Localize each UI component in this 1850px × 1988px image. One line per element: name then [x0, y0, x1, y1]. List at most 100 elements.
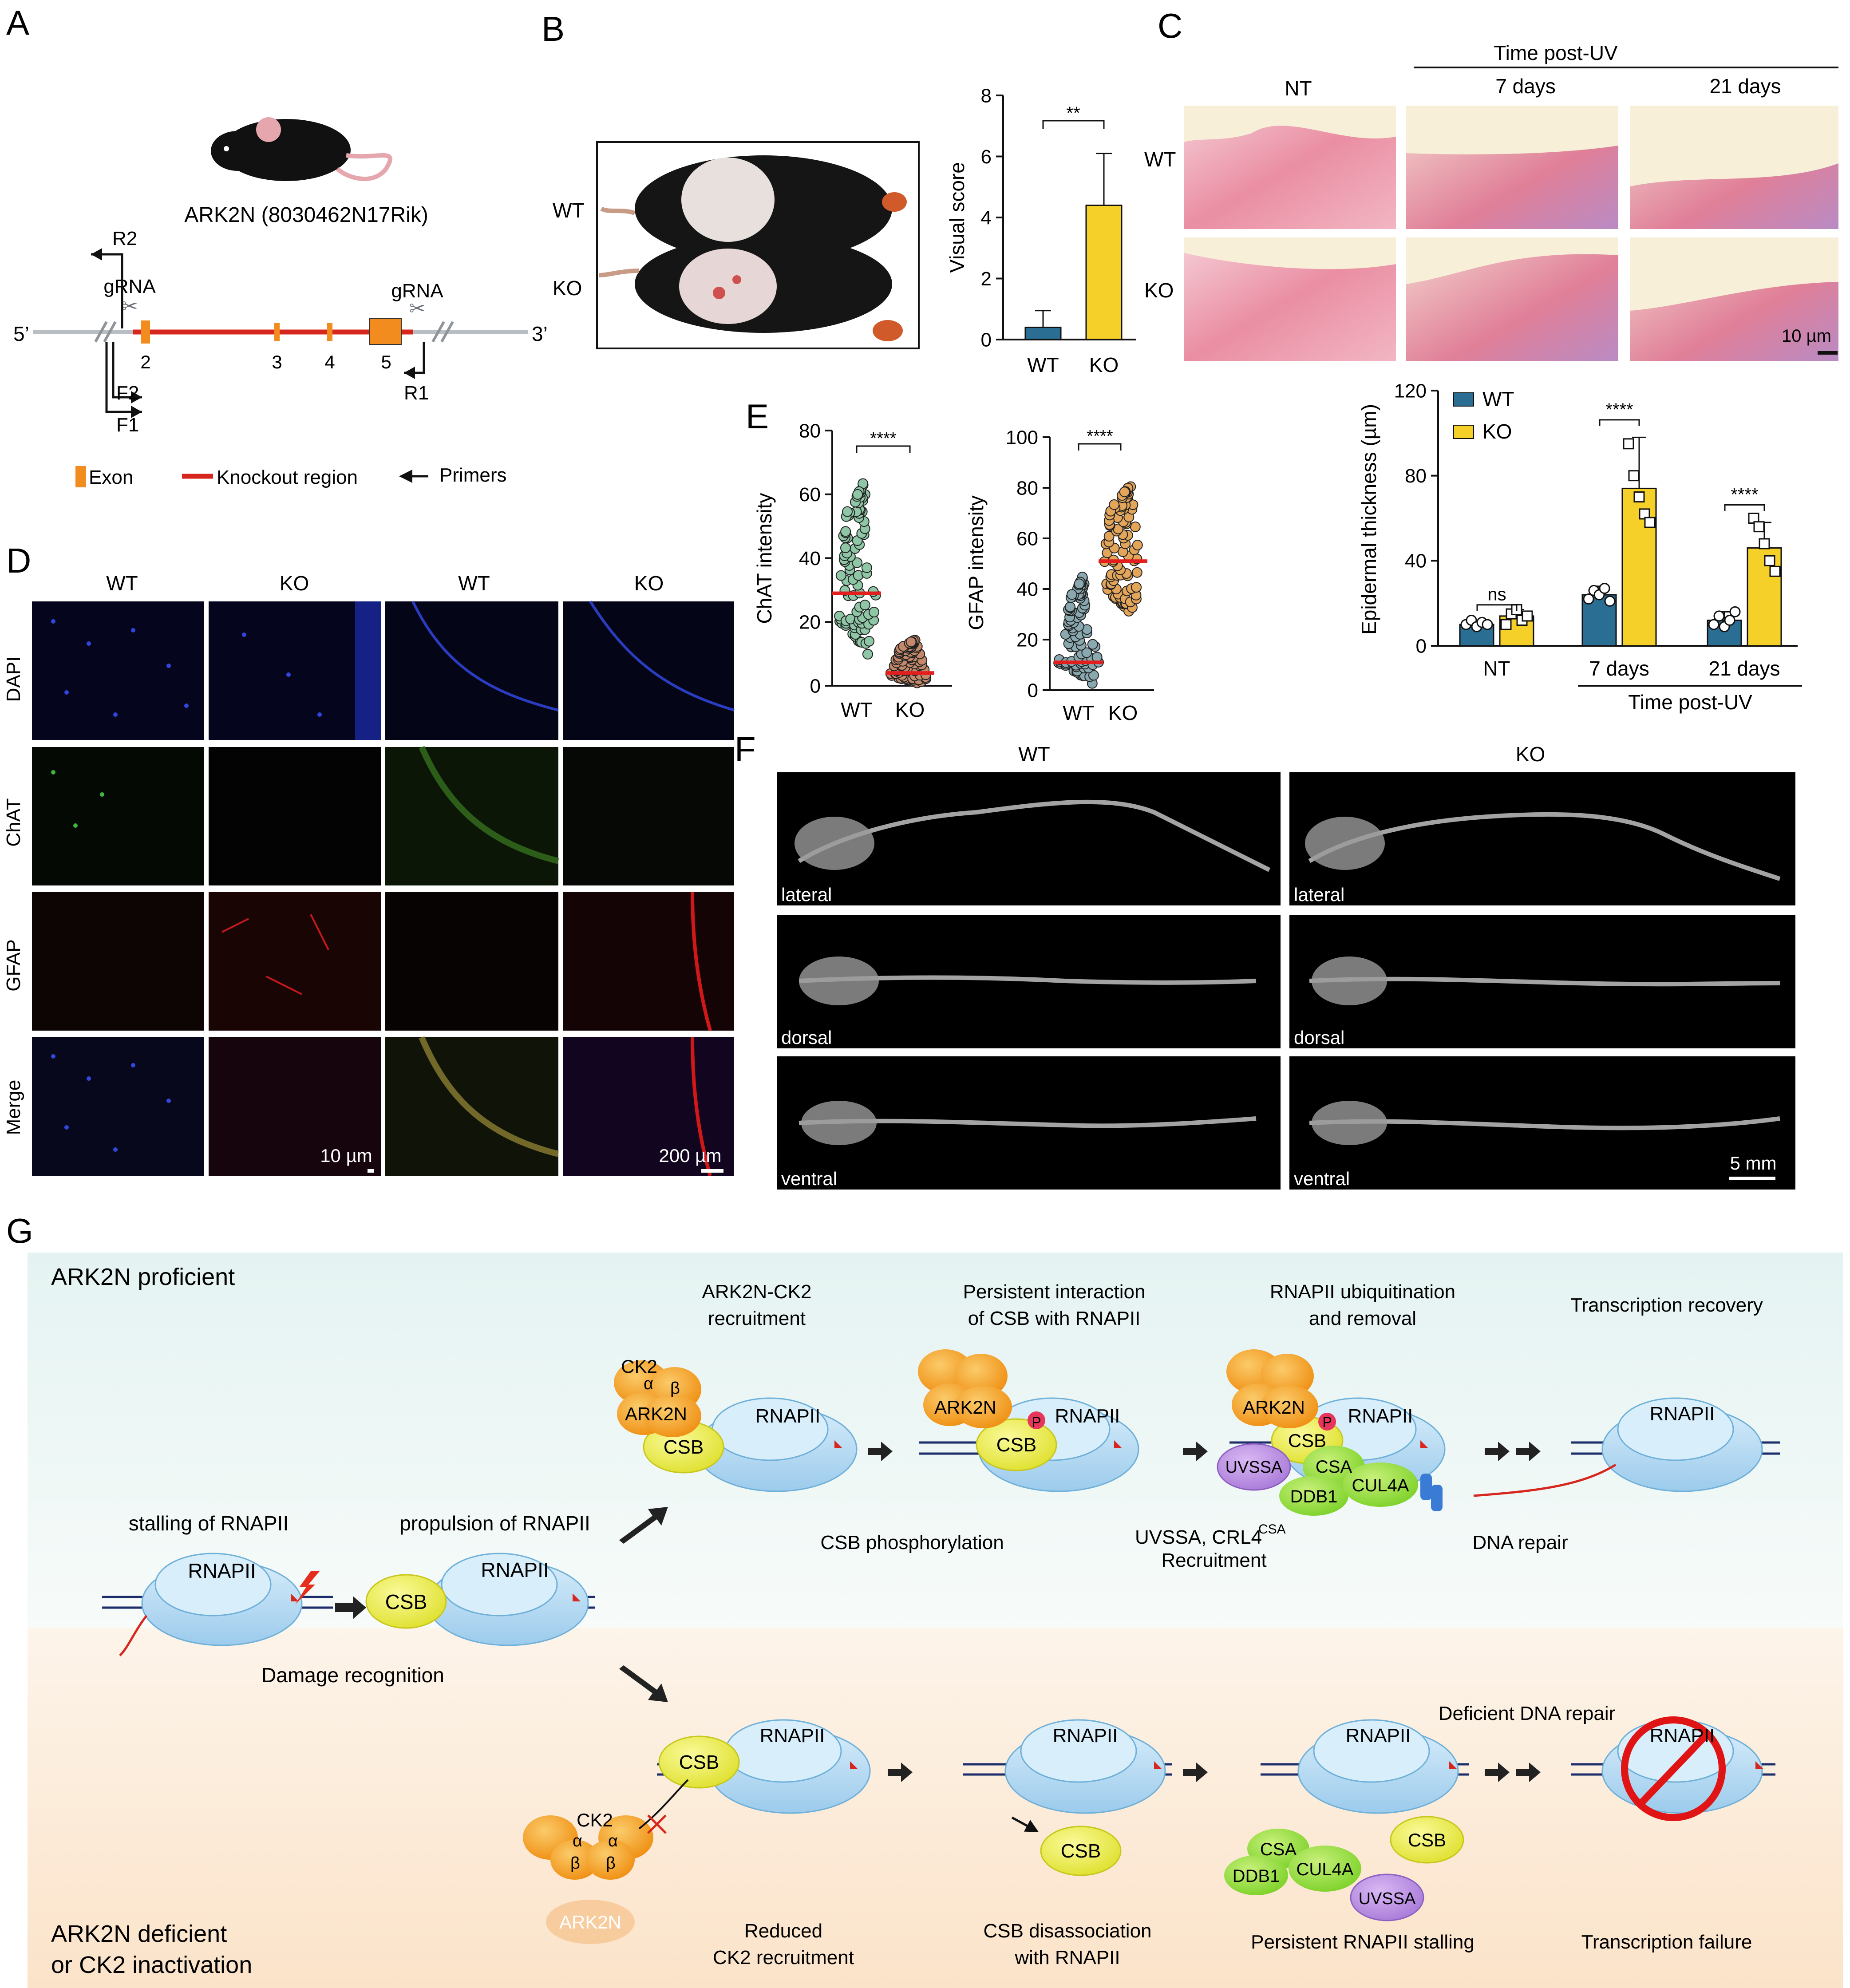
f-scale-label: 5 mm	[1730, 1153, 1777, 1174]
g-top-title: ARK2N proficient	[51, 1264, 235, 1290]
data-point	[840, 526, 851, 537]
photo-wt-label: WT	[553, 199, 585, 222]
primer-r2-label: R2	[112, 228, 137, 249]
g-phospho-3: P	[1322, 1414, 1332, 1430]
e-right-sig-bracket	[1078, 443, 1122, 451]
grna-label-left: gRNA	[103, 276, 156, 297]
sig-label: ns	[1487, 585, 1506, 605]
f-col-wt: WT	[1018, 743, 1050, 766]
panel-a: A ARK2N (8030462N17Rik) 5’ 3’ 2 3 4 5 gR…	[6, 3, 548, 488]
data-point	[1081, 647, 1092, 658]
g-csa-bottom: CSA	[1260, 1840, 1297, 1859]
data-point	[1500, 619, 1512, 630]
c-col-nt: NT	[1285, 77, 1312, 100]
primer-r1-arrow	[404, 367, 415, 379]
fluorescence-grid	[32, 601, 735, 1177]
data-point	[1482, 619, 1493, 630]
b-x-label-wt: WT	[1027, 353, 1059, 376]
g-rnapii-b1: RNAPII	[760, 1725, 825, 1747]
c-footer-label: Time post-UV	[1628, 691, 1752, 714]
data-point	[1091, 652, 1103, 663]
exon-5-label: 5	[381, 352, 391, 372]
data-point	[835, 570, 846, 581]
g-top-caption-2b: of CSB with RNAPII	[968, 1308, 1141, 1329]
g-beta-b2: β	[606, 1854, 616, 1873]
y-tick-label: 4	[981, 207, 992, 229]
g-top-caption-2a: Persistent interaction	[963, 1281, 1146, 1303]
data-point	[1769, 565, 1781, 577]
g-top-background	[28, 1253, 1843, 1628]
panel-letter-e: E	[746, 397, 769, 436]
f-view-lateral-ko: lateral	[1294, 884, 1344, 905]
data-point	[1064, 601, 1075, 613]
g-arrow-1	[335, 1596, 366, 1619]
c-y-label: Epidermal thickness (µm)	[1357, 404, 1380, 635]
data-point	[1087, 639, 1098, 650]
y-tick-label: 0	[1416, 635, 1427, 657]
y-tick-label: 0	[981, 329, 992, 351]
data-point	[1628, 470, 1640, 482]
data-point	[842, 506, 853, 517]
c-legend-wt-swatch	[1453, 392, 1474, 407]
g-stall-label: stalling of RNAPII	[129, 1512, 289, 1535]
g-csb-3: CSB	[1288, 1430, 1326, 1451]
y-tick-label: 60	[799, 484, 821, 506]
g-csa-top: CSA	[1316, 1457, 1352, 1477]
g-ddb1-top: DDB1	[1290, 1487, 1338, 1506]
break-marks	[94, 321, 454, 343]
y-tick-label: 20	[1016, 629, 1038, 651]
prohibited-icon	[1621, 1716, 1726, 1821]
f-view-ventral-ko: ventral	[1294, 1168, 1350, 1189]
g-cul4a-bottom: CUL4A	[1297, 1860, 1354, 1879]
y-tick-label: 6	[981, 146, 992, 168]
primer-f2-label: F2	[116, 382, 139, 404]
data-point	[864, 636, 875, 647]
exon-2-label: 2	[140, 352, 150, 372]
panel-letter-b: B	[542, 9, 565, 48]
d-row-merge: Merge	[3, 1080, 24, 1135]
g-top-caption-1b: recruitment	[708, 1308, 806, 1329]
d-row-chat: ChAT	[3, 798, 24, 846]
primer-f2-arrow	[131, 391, 142, 403]
g-ddb1-bottom: DDB1	[1233, 1866, 1280, 1886]
panel-letter-f: F	[735, 730, 756, 769]
y-tick-label: 0	[810, 675, 821, 697]
data-point	[1753, 521, 1765, 533]
c-legend-ko-label: KO	[1482, 420, 1512, 443]
data-point	[1132, 540, 1143, 551]
g-ark2n-2: ARK2N	[934, 1397, 996, 1418]
g-ark2n-faded: ARK2N	[559, 1912, 621, 1933]
f-view-dorsal-ko: dorsal	[1294, 1027, 1344, 1048]
exon-2	[141, 320, 150, 344]
c-row-wt: WT	[1144, 148, 1176, 171]
data-point	[905, 636, 917, 648]
c-x-label-7d: 7 days	[1589, 657, 1649, 680]
data-point	[1066, 589, 1077, 600]
data-point	[1633, 491, 1645, 503]
g-damage-label: Damage recognition	[261, 1664, 444, 1687]
data-point	[852, 557, 863, 568]
y-tick-label: 40	[1016, 578, 1038, 600]
panel-f: F WT KO lateral lateral	[735, 730, 1795, 1190]
mice-photo-content	[599, 155, 907, 341]
g-arrow-up	[619, 1507, 668, 1544]
primer-f1-arrow	[131, 406, 142, 418]
d-col-2: KO	[280, 572, 309, 595]
panel-letter-a: A	[6, 3, 29, 42]
data-point	[861, 562, 872, 573]
bar	[1024, 327, 1062, 340]
y-tick-label: 60	[1016, 528, 1038, 549]
f-view-lateral-wt: lateral	[781, 884, 832, 905]
sig-bracket	[1476, 604, 1518, 611]
y-tick-label: 40	[799, 548, 821, 569]
panel-letter-c: C	[1158, 6, 1182, 45]
data-point	[1623, 438, 1634, 450]
g-uvssa-crl-sup: CSA	[1258, 1522, 1286, 1537]
g-uvssa-crl: UVSSA, CRL4	[1135, 1526, 1262, 1548]
end-3: 3’	[532, 322, 548, 345]
data-point	[1131, 582, 1142, 593]
g-top-caption-4: Transcription recovery	[1570, 1294, 1763, 1316]
b-sig-label: **	[1066, 103, 1080, 123]
